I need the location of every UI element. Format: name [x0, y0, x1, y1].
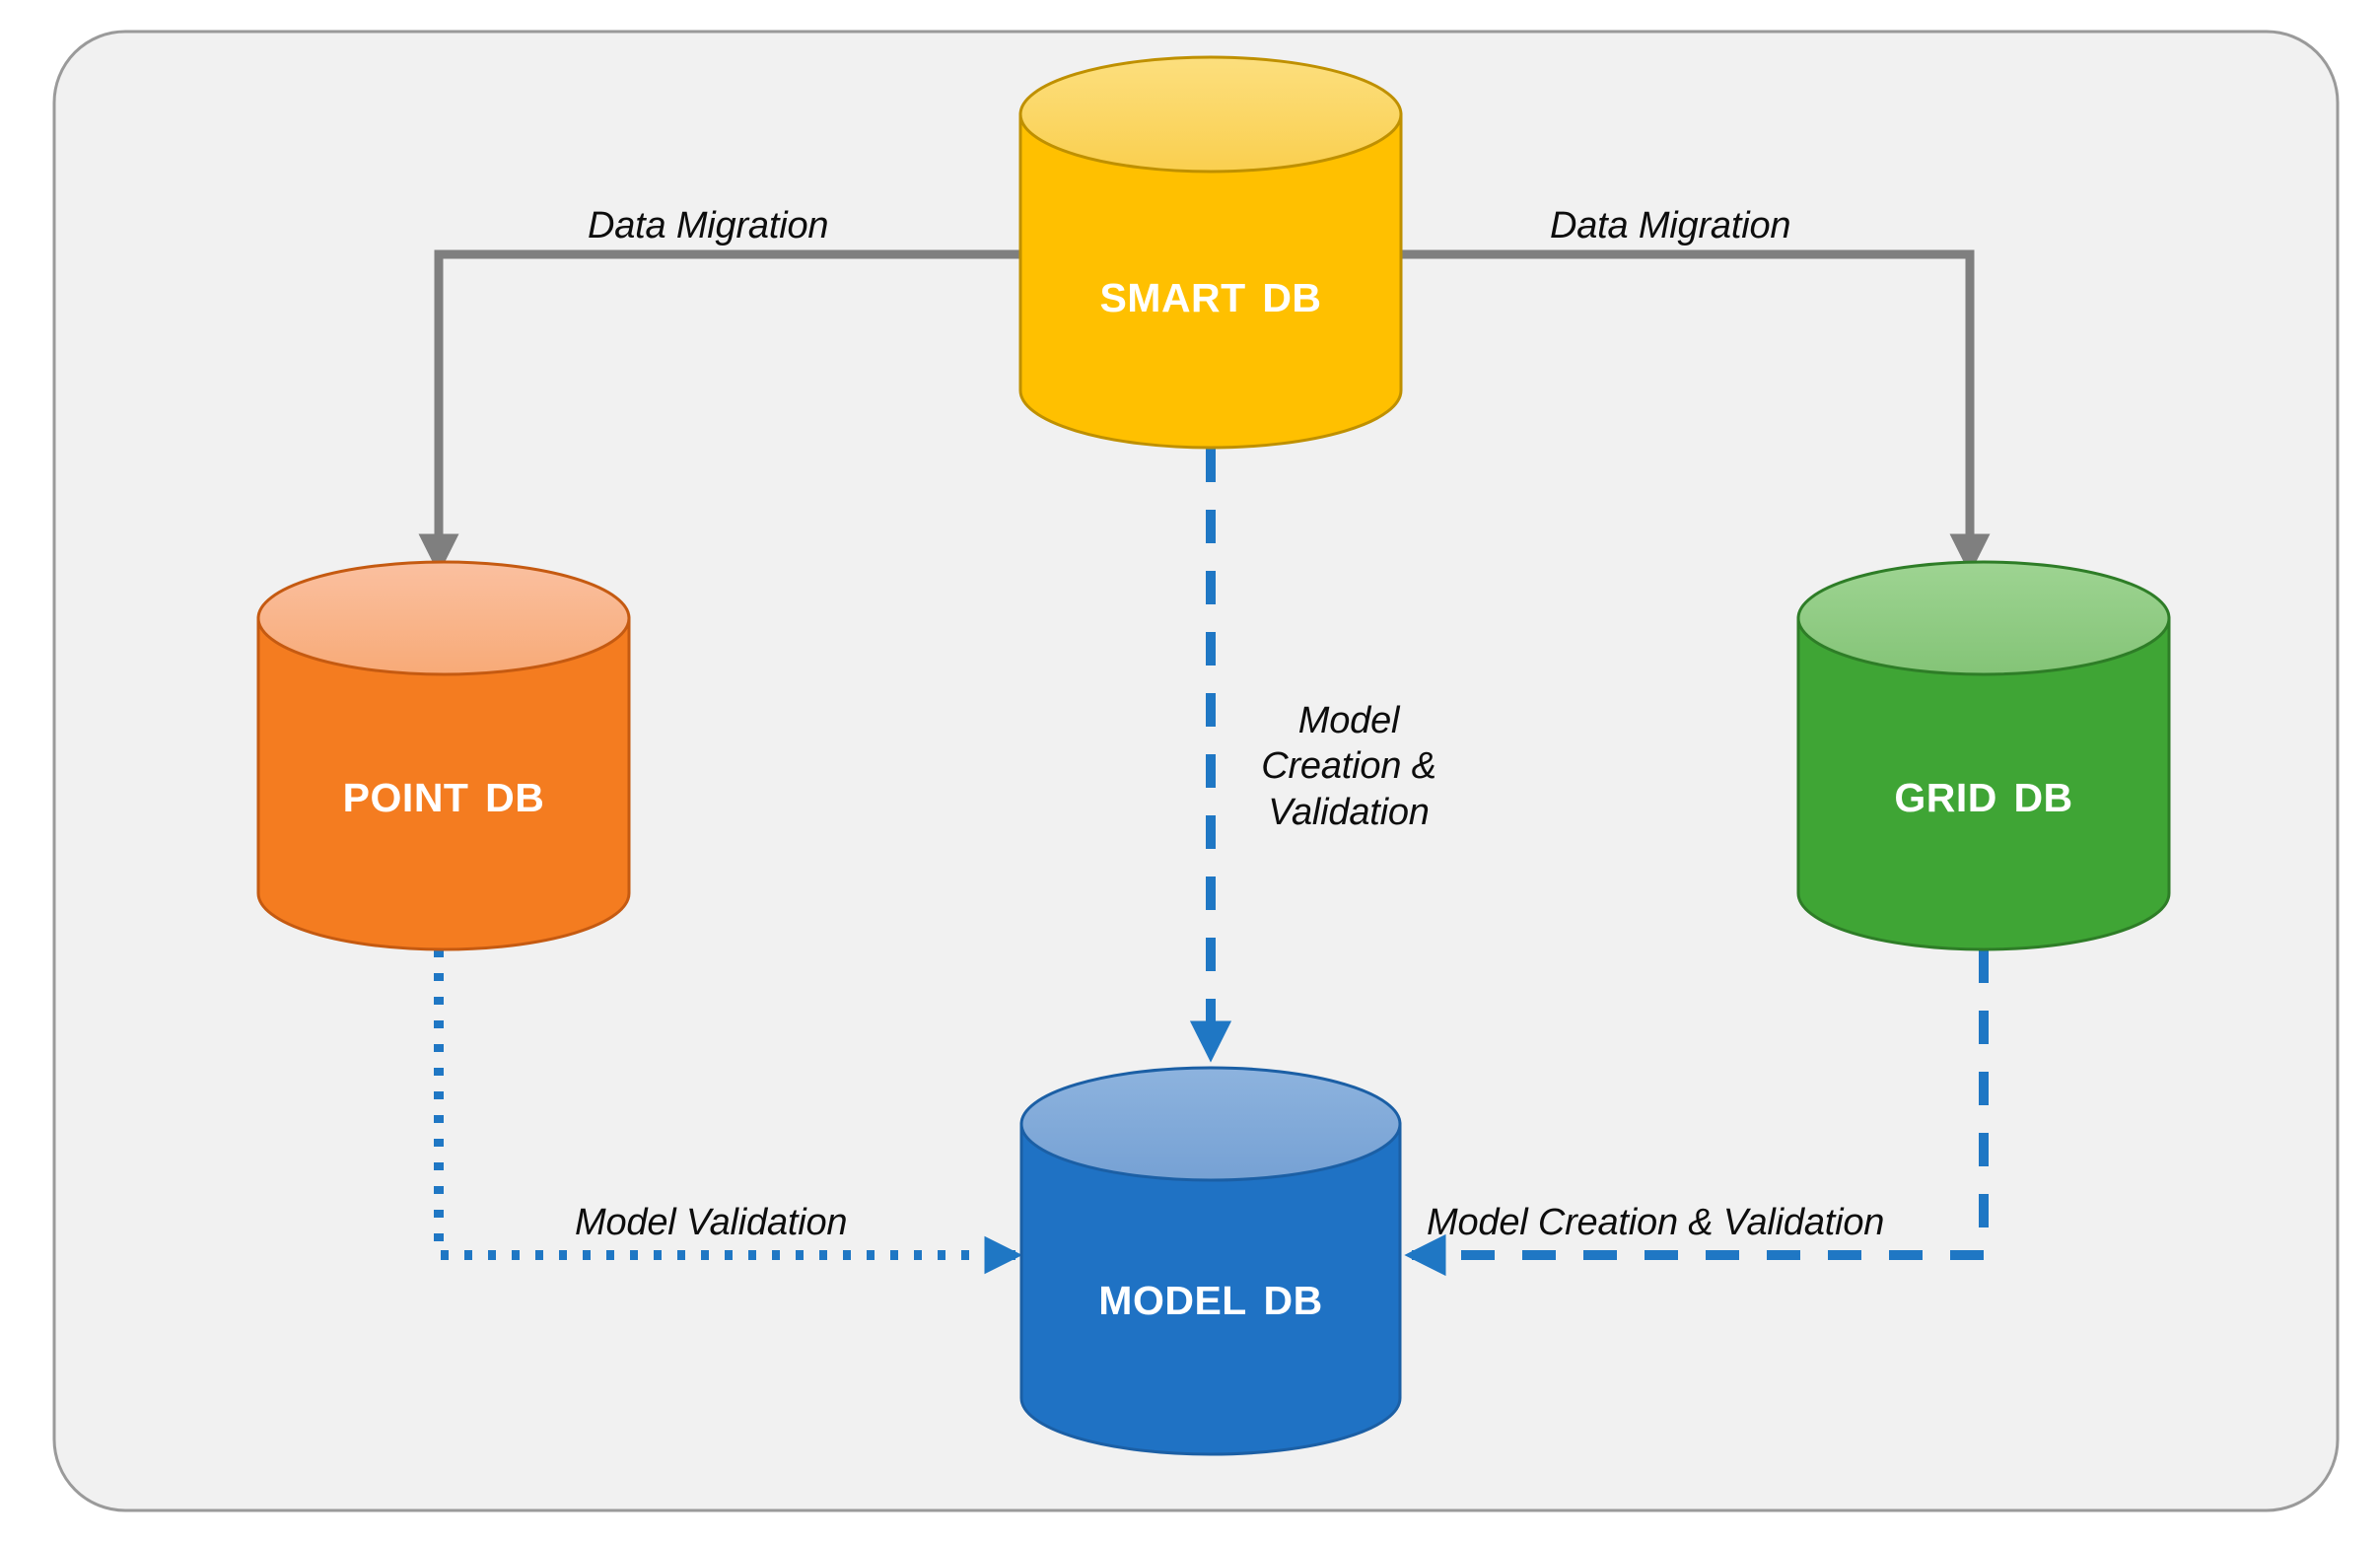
edge-smart-to-grid	[1365, 249, 1991, 575]
smart-db-body	[1018, 112, 1403, 450]
edge-label-line-2: Creation &	[1261, 745, 1436, 788]
grid-db-body	[1796, 616, 2171, 951]
edge-label-model-creation-validation-center: Model Creation & Validation	[1240, 698, 1457, 835]
smart-db-top	[1018, 55, 1403, 174]
model-db-label: Model DB	[1098, 1263, 1323, 1327]
model-db-body	[1019, 1122, 1402, 1456]
edge-label-data-migration-left: Data Migration	[588, 205, 829, 246]
edge-label-line-1: Model	[1297, 700, 1400, 741]
edge-point-to-model	[434, 949, 1022, 1275]
model-db-top	[1019, 1066, 1402, 1182]
grid-db-label: Grid DB	[1894, 760, 2073, 824]
edge-label-line-3: Validation	[1268, 791, 1430, 833]
edge-label-data-migration-right: Data Migration	[1550, 205, 1791, 246]
smart-db-label: Smart DB	[1099, 260, 1322, 324]
node-point-db[interactable]	[256, 560, 631, 951]
point-db-body	[256, 616, 631, 951]
edge-label-model-creation-validation-right: Model Creation & Validation	[1427, 1202, 1885, 1243]
edge-grid-to-model	[1404, 949, 1989, 1277]
point-db-label: Point DB	[342, 760, 545, 824]
node-grid-db[interactable]	[1796, 560, 2171, 951]
grid-db-top	[1796, 560, 2171, 676]
edge-label-model-validation: Model Validation	[575, 1202, 848, 1243]
edge-smart-to-point	[418, 249, 1020, 575]
node-model-db[interactable]	[1019, 1066, 1402, 1456]
node-smart-db[interactable]	[1018, 55, 1403, 450]
diagram-container	[52, 30, 2340, 1512]
point-db-top	[256, 560, 631, 676]
